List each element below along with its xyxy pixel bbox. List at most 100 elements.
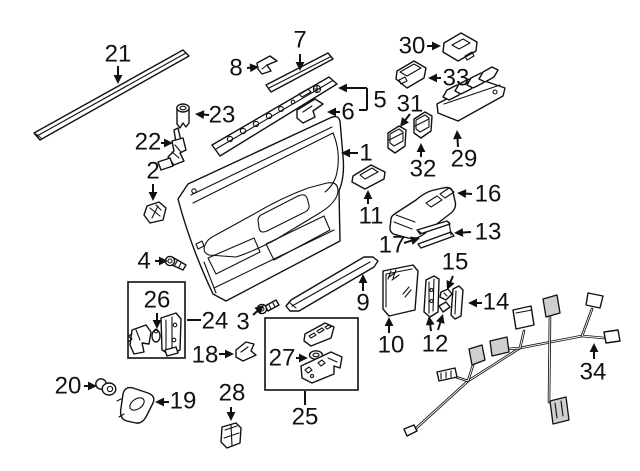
part-5-inner-belt-molding: [211, 76, 338, 157]
part-28-bracket: [220, 422, 242, 449]
part-4-screw: [164, 255, 187, 271]
callout-29: 29: [451, 130, 478, 173]
callout-label: 20: [55, 373, 82, 400]
callout-6: 6: [327, 99, 355, 126]
part-33-switch-bezel: [395, 60, 427, 89]
callout-19: 19: [155, 388, 196, 415]
callout-12: 12: [422, 314, 449, 358]
callout-24: 24: [187, 308, 228, 335]
callout-label: 8: [229, 55, 242, 82]
callout-label: 30: [399, 33, 426, 60]
callout-30: 30: [399, 33, 441, 60]
part-31-switch: [387, 125, 407, 154]
callout-26: 26: [144, 287, 171, 329]
callout-22: 22: [135, 129, 173, 156]
callout-31: 31: [397, 91, 424, 127]
group-box-26-24: [127, 281, 186, 359]
callout-13: 13: [454, 219, 501, 246]
callout-label: 10: [378, 332, 405, 359]
callout-21: 21: [105, 41, 132, 84]
callout-label: 34: [580, 359, 607, 386]
part-22-bracket: [157, 127, 187, 171]
part-20-grommet: [95, 378, 117, 396]
callout-label: 26: [144, 287, 171, 314]
callout-label: 13: [475, 219, 502, 246]
part-6-bracket: [296, 98, 324, 124]
callout-16: 16: [457, 181, 501, 208]
callout-label: 25: [292, 404, 319, 431]
callout-33: 33: [428, 65, 469, 92]
part-16-pull-handle-trim: [389, 186, 457, 240]
callout-label: 33: [443, 65, 470, 92]
callout-label: 1: [359, 140, 372, 167]
callout-17: 17: [379, 232, 420, 259]
part-14-strip: [450, 285, 464, 320]
callout-label: 18: [192, 342, 219, 369]
callout-label: 29: [451, 146, 478, 173]
callout-2: 2: [146, 158, 160, 201]
callout-label: 17: [379, 232, 406, 259]
callout-14: 14: [468, 289, 509, 316]
part-21-outer-belt-molding: [33, 49, 190, 141]
callout-9: 9: [356, 274, 370, 317]
part-23-retainer: [176, 103, 190, 129]
callout-label: 14: [483, 289, 510, 316]
callout-label: 9: [356, 290, 369, 317]
part-29-master-window-switch: [436, 66, 506, 122]
callout-5: 5: [338, 83, 387, 114]
part-1-door-trim-panel: [177, 115, 345, 302]
callout-25: 25: [292, 391, 319, 431]
callout-label: 5: [373, 87, 386, 114]
callout-label: 15: [442, 249, 469, 276]
callout-label: 28: [219, 380, 246, 407]
part-15-clip: [439, 288, 453, 301]
part-18-clip: [235, 341, 257, 362]
callout-18: 18: [192, 342, 234, 369]
callout-3: 3: [236, 305, 264, 336]
part-9-sill-strip: [285, 256, 379, 312]
part-34-wiring-harness: [403, 292, 621, 437]
callout-label: 6: [341, 99, 354, 126]
callout-27: 27: [269, 345, 308, 372]
part-7-trim-strip: [265, 52, 334, 93]
callout-11: 11: [359, 190, 384, 230]
callout-label: 31: [397, 91, 424, 118]
callout-label: 24: [202, 308, 229, 335]
callout-4: 4: [137, 248, 168, 275]
callout-label: 32: [410, 156, 437, 183]
part-13-rods: [416, 220, 455, 249]
group-box-27-25: [264, 317, 359, 391]
part-8-clip: [256, 55, 278, 75]
callout-label: 16: [475, 181, 502, 208]
callout-28: 28: [219, 380, 246, 421]
callout-label: 27: [269, 345, 296, 372]
callout-8: 8: [229, 55, 259, 82]
callout-15: 15: [442, 249, 469, 290]
callout-label: 2: [146, 158, 159, 185]
part-30-switch-bezel: [442, 32, 478, 62]
callout-10: 10: [378, 317, 405, 359]
part-10-liner-panel: [382, 264, 419, 317]
part-12-bracket: [423, 275, 451, 318]
callout-1: 1: [341, 140, 373, 167]
callout-label: 22: [135, 129, 162, 156]
part-2-clip: [143, 201, 167, 224]
callout-label: 4: [137, 248, 150, 275]
callout-34: 34: [580, 343, 607, 386]
callout-label: 21: [105, 41, 132, 68]
callout-label: 3: [236, 309, 249, 336]
callout-label: 19: [170, 388, 197, 415]
callout-label: 11: [359, 203, 384, 230]
callout-label: 7: [293, 27, 306, 54]
part-19-corner-trim: [116, 386, 155, 424]
part-32-switch: [413, 111, 433, 139]
part-11-switch-bezel: [351, 164, 386, 190]
callout-7: 7: [293, 27, 307, 71]
callout-label: 12: [422, 331, 449, 358]
callout-20: 20: [55, 373, 97, 400]
callout-23: 23: [195, 102, 235, 129]
callout-label: 23: [209, 102, 236, 129]
callouts-layer: 1234567891011121314151617181920212223242…: [55, 27, 607, 431]
